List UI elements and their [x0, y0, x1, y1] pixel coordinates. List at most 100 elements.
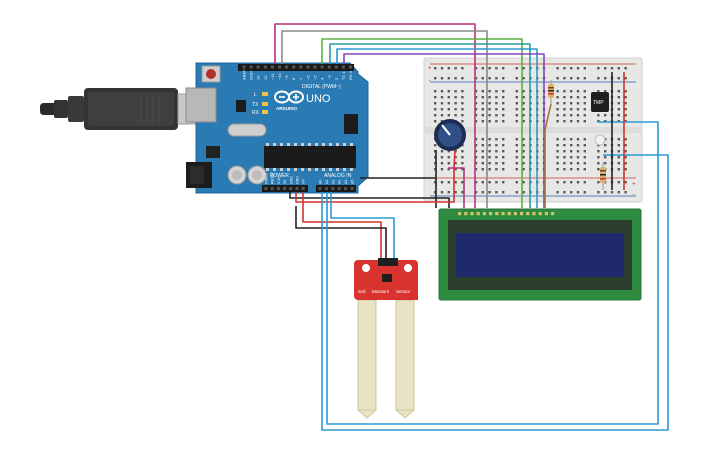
lcd-pin[interactable]: [520, 212, 524, 216]
breadboard-hole[interactable]: [570, 90, 573, 93]
digital-pin-hole[interactable]: [256, 65, 260, 69]
breadboard-hole[interactable]: [522, 191, 525, 194]
breadboard-hole[interactable]: [563, 114, 566, 117]
breadboard-hole[interactable]: [434, 77, 437, 80]
breadboard-hole[interactable]: [461, 90, 464, 93]
digital-pin-hole[interactable]: [278, 65, 281, 69]
breadboard-hole[interactable]: [515, 67, 518, 70]
digital-pin-hole[interactable]: [249, 65, 253, 69]
breadboard-hole[interactable]: [502, 108, 505, 111]
breadboard-hole[interactable]: [502, 162, 505, 165]
lcd-pin[interactable]: [476, 212, 480, 216]
breadboard-hole[interactable]: [570, 138, 573, 141]
breadboard-hole[interactable]: [481, 90, 484, 93]
breadboard-hole[interactable]: [434, 67, 437, 70]
breadboard-hole[interactable]: [515, 90, 518, 93]
breadboard-hole[interactable]: [447, 156, 450, 159]
analog-pin-hole[interactable]: [350, 187, 354, 190]
digital-pin-hole[interactable]: [313, 65, 317, 69]
lcd-pin[interactable]: [482, 212, 486, 216]
breadboard-hole[interactable]: [556, 138, 559, 141]
lcd-pin[interactable]: [526, 212, 530, 216]
breadboard-hole[interactable]: [583, 96, 586, 99]
breadboard-hole[interactable]: [624, 191, 627, 194]
breadboard-hole[interactable]: [447, 181, 450, 184]
breadboard-hole[interactable]: [502, 150, 505, 153]
breadboard-hole[interactable]: [474, 138, 478, 141]
breadboard-hole[interactable]: [515, 102, 518, 105]
breadboard-hole[interactable]: [481, 156, 484, 159]
breadboard-hole[interactable]: [522, 162, 525, 165]
breadboard-hole[interactable]: [604, 77, 607, 80]
breadboard-hole[interactable]: [502, 138, 505, 141]
breadboard-hole[interactable]: [563, 108, 566, 111]
digital-pin-hole[interactable]: [306, 65, 310, 69]
breadboard-hole[interactable]: [440, 181, 444, 184]
breadboard-hole[interactable]: [515, 96, 518, 99]
breadboard-hole[interactable]: [488, 77, 491, 80]
breadboard-hole[interactable]: [604, 114, 607, 117]
breadboard-hole[interactable]: [604, 67, 607, 70]
breadboard-hole[interactable]: [576, 77, 580, 80]
breadboard-hole[interactable]: [570, 77, 573, 80]
breadboard-hole[interactable]: [440, 102, 444, 105]
breadboard-hole[interactable]: [495, 156, 498, 159]
digital-pin-hole[interactable]: [242, 65, 246, 69]
breadboard-hole[interactable]: [515, 156, 518, 159]
breadboard-hole[interactable]: [556, 67, 559, 70]
breadboard-hole[interactable]: [502, 144, 505, 147]
breadboard-hole[interactable]: [447, 67, 450, 70]
lcd-16x2-display[interactable]: [438, 208, 642, 301]
breadboard-hole[interactable]: [488, 108, 491, 111]
breadboard-hole[interactable]: [556, 144, 559, 147]
breadboard-hole[interactable]: [604, 90, 607, 93]
breadboard-hole[interactable]: [576, 67, 580, 70]
breadboard-hole[interactable]: [495, 102, 498, 105]
breadboard-hole[interactable]: [461, 150, 464, 153]
breadboard-hole[interactable]: [522, 67, 525, 70]
breadboard-hole[interactable]: [474, 90, 478, 93]
digital-pin-hole[interactable]: [327, 65, 331, 69]
breadboard-hole[interactable]: [570, 108, 573, 111]
breadboard-hole[interactable]: [515, 77, 518, 80]
breadboard-hole[interactable]: [447, 102, 450, 105]
lcd-pin[interactable]: [489, 212, 493, 216]
breadboard-hole[interactable]: [481, 181, 484, 184]
resistor-bottom[interactable]: [600, 162, 606, 190]
breadboard-hole[interactable]: [502, 67, 505, 70]
lcd-pin[interactable]: [532, 212, 536, 216]
breadboard-hole[interactable]: [624, 138, 627, 141]
breadboard-hole[interactable]: [522, 168, 525, 171]
breadboard-hole[interactable]: [454, 77, 457, 80]
breadboard-hole[interactable]: [563, 162, 566, 165]
analog-header[interactable]: [316, 185, 356, 192]
breadboard-hole[interactable]: [624, 181, 627, 184]
breadboard-hole[interactable]: [604, 150, 607, 153]
breadboard-hole[interactable]: [481, 108, 484, 111]
breadboard-hole[interactable]: [434, 102, 437, 105]
lcd-pin[interactable]: [495, 212, 499, 216]
breadboard-hole[interactable]: [461, 156, 464, 159]
resistor-top[interactable]: [548, 80, 554, 104]
breadboard-hole[interactable]: [617, 102, 620, 105]
breadboard-hole[interactable]: [583, 168, 586, 171]
digital-pin-hole[interactable]: [299, 65, 303, 69]
breadboard-hole[interactable]: [576, 150, 580, 153]
breadboard-hole[interactable]: [461, 181, 464, 184]
breadboard-hole[interactable]: [610, 67, 614, 70]
breadboard-hole[interactable]: [488, 120, 491, 123]
breadboard-hole[interactable]: [556, 162, 559, 165]
breadboard-hole[interactable]: [495, 138, 498, 141]
breadboard-hole[interactable]: [488, 114, 491, 117]
breadboard-hole[interactable]: [583, 102, 586, 105]
breadboard-hole[interactable]: [624, 96, 627, 99]
breadboard-hole[interactable]: [522, 120, 525, 123]
breadboard-hole[interactable]: [481, 67, 484, 70]
breadboard-hole[interactable]: [434, 114, 437, 117]
breadboard-hole[interactable]: [461, 191, 464, 194]
breadboard-hole[interactable]: [474, 114, 478, 117]
breadboard-hole[interactable]: [454, 90, 457, 93]
breadboard-hole[interactable]: [576, 102, 580, 105]
breadboard-hole[interactable]: [617, 181, 620, 184]
breadboard-hole[interactable]: [522, 138, 525, 141]
